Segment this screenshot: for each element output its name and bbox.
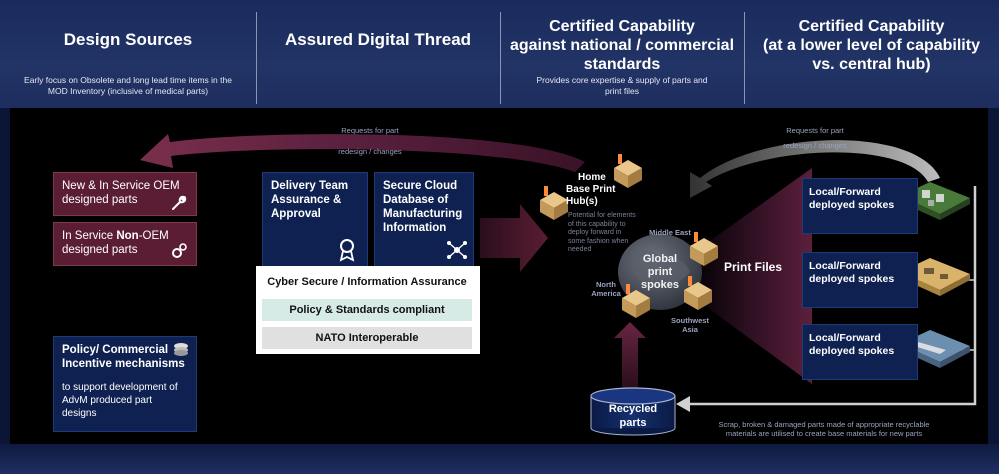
policy-label-l2: Incentive mechanisms <box>62 358 185 370</box>
global-l3: spokes <box>641 279 679 291</box>
requests-arc-right <box>690 140 940 198</box>
factory-icon <box>614 154 642 188</box>
cyber-secure-layer: Cyber Secure / Information Assurance <box>262 271 472 293</box>
recycle-arrowhead <box>676 396 690 412</box>
recycled-parts-label: Recycled parts <box>593 402 673 430</box>
header-certified-lower: Certified Capability (at a lower level o… <box>744 0 999 108</box>
scrap-note-l1: Scrap, broken & damaged parts made of ap… <box>718 420 930 429</box>
global-l1: Global <box>642 253 678 265</box>
recycled-drum-top <box>590 387 676 405</box>
certified-national-title-l2: against national / commercial <box>509 37 735 54</box>
certified-lower-title-l2: (at a lower level of capability <box>763 37 980 54</box>
non-oem-label-l2: designed parts <box>62 244 138 256</box>
non-oem-prefix: In Service <box>62 230 117 242</box>
forward-spoke-1: Local/Forward deployed spokes <box>802 178 918 234</box>
spoke-1-l2: deployed spokes <box>809 199 895 211</box>
policy-standards-layer: Policy & Standards compliant <box>262 299 472 321</box>
assured-thread-title: Assured Digital Thread <box>284 30 472 49</box>
spoke-2-l1: Local/Forward <box>809 260 881 272</box>
home-base-l2: Base Print <box>566 184 616 195</box>
southwest-asia-l2: Asia <box>682 325 698 334</box>
spoke-2-l2: deployed spokes <box>809 273 895 285</box>
network-icon <box>447 241 467 259</box>
recycle-return-line <box>690 186 977 406</box>
coins-icon <box>174 343 188 356</box>
factory-icon <box>622 284 650 318</box>
assurance-layers-panel: Cyber Secure / Information Assurance Pol… <box>256 266 480 354</box>
wrench-icon <box>172 195 187 210</box>
north-america-l1: North <box>596 280 616 289</box>
nato-interoperable-layer: NATO Interoperable <box>262 327 472 349</box>
requests-right-label: Requests for part redesign / changes <box>755 126 875 150</box>
policy-note: to support development of AdvM produced … <box>62 382 178 419</box>
secure-cloud-label: Secure Cloud Database of Manufacturing I… <box>383 180 463 234</box>
home-base-l1: Home <box>578 172 606 183</box>
print-files-label: Print Files <box>724 260 783 274</box>
southwest-asia-label: Southwest Asia <box>660 316 720 334</box>
certified-lower-title-l1: Certified Capability <box>798 18 945 35</box>
requests-left-l2: redesign / changes <box>338 147 402 156</box>
requests-left-label: Requests for part redesign / changes <box>300 126 440 156</box>
header-separator <box>256 12 257 104</box>
north-america-label: North America <box>586 280 626 298</box>
factory-icon <box>540 186 568 220</box>
factory-icon <box>684 276 712 310</box>
recycled-l1: Recycled <box>608 403 658 415</box>
recycled-l2: parts <box>619 417 647 429</box>
forward-spoke-3: Local/Forward deployed spokes <box>802 324 918 380</box>
header-assured-digital-thread: Assured Digital Thread <box>256 0 500 108</box>
non-oem-label-l1: In Service Non-OEM <box>62 229 188 243</box>
non-oem-parts-box: In Service Non-OEM designed parts <box>53 222 197 266</box>
header-separator <box>500 12 501 104</box>
factory-icon <box>690 232 718 266</box>
global-l2: print <box>647 266 673 278</box>
non-oem-suffix: -OEM <box>138 230 169 242</box>
award-ribbon-icon <box>339 239 355 262</box>
policy-label-l1: Policy/ Commercial <box>62 344 169 356</box>
spoke-3-l2: deployed spokes <box>809 345 895 357</box>
footer-band <box>0 444 999 474</box>
certified-national-title-l1: Certified Capability <box>549 18 695 35</box>
forward-spoke-2: Local/Forward deployed spokes <box>802 252 918 308</box>
scrap-note: Scrap, broken & damaged parts made of ap… <box>684 420 964 438</box>
header-design-sources: Design Sources Early focus on Obsolete a… <box>0 0 256 108</box>
requests-right-l2: redesign / changes <box>783 141 847 150</box>
spoke-1-l1: Local/Forward <box>809 186 881 198</box>
spoke-3-l1: Local/Forward <box>809 332 881 344</box>
policy-box: Policy/ Commercial Incentive mechanisms … <box>53 336 197 432</box>
home-base-hub-label: Home Base Print Hub(s) <box>566 172 615 208</box>
north-america-l2: America <box>591 289 621 298</box>
home-base-l3: Hub(s) <box>566 196 598 207</box>
oem-parts-label-l2: designed parts <box>62 194 138 206</box>
oem-parts-label-l1: New & In Service OEM <box>62 180 180 192</box>
certified-national-title-l3: standards <box>583 56 661 73</box>
thread-to-hub-arrow <box>480 204 548 272</box>
delivery-team-label: Delivery Team Assurance & Approval <box>271 180 349 220</box>
home-base-note: Potential for elements of this capabilit… <box>568 212 636 253</box>
recycled-up-arrow <box>614 322 646 388</box>
certified-lower-title-l3: vs. central hub) <box>812 56 931 73</box>
design-sources-subtitle: Early focus on Obsolete and long lead ti… <box>24 75 232 96</box>
certified-national-subtitle: Provides core expertise & supply of part… <box>536 75 708 96</box>
globe-landmass <box>631 250 690 288</box>
requests-right-l1: Requests for part <box>786 126 844 135</box>
southwest-asia-l1: Southwest <box>671 316 709 325</box>
design-sources-title: Design Sources <box>63 30 193 49</box>
global-spokes-label: Global print spokes <box>636 253 684 292</box>
middle-east-label: Middle East <box>649 228 691 237</box>
header-separator <box>744 12 745 104</box>
requests-left-l1: Requests for part <box>341 126 399 135</box>
scrap-note-l2: materials are utilised to create base ma… <box>725 429 923 438</box>
header-band <box>0 0 999 108</box>
requests-arc-left <box>140 134 585 172</box>
gears-icon <box>172 243 187 258</box>
header-certified-national: Certified Capability against national / … <box>500 0 744 108</box>
non-oem-bold: Non <box>116 230 139 242</box>
print-files-cone <box>690 168 812 384</box>
